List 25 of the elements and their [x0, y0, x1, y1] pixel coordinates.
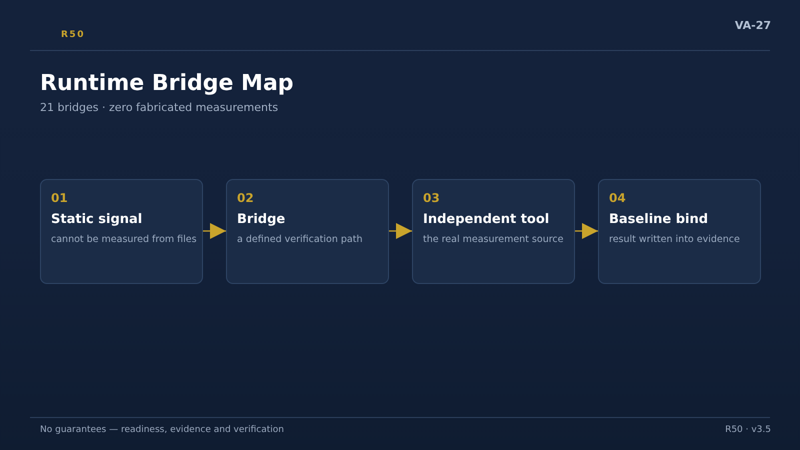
- step-description: cannot be measured from files: [51, 234, 197, 245]
- arrow: [203, 223, 226, 239]
- arrow: [389, 223, 412, 239]
- document-id: VA-27: [734, 19, 771, 32]
- footer-version: R50 · v3.5: [725, 425, 771, 435]
- version-label: R50: [61, 30, 85, 40]
- title: Runtime Bridge Map: [40, 71, 294, 96]
- step-card: [226, 179, 389, 284]
- step-title: Baseline bind: [609, 212, 708, 227]
- step-description: the real measurement source: [423, 234, 564, 245]
- step-number: 01: [51, 191, 68, 205]
- subtitle: 21 bridges · zero fabricated measurements: [40, 101, 278, 114]
- step-title: Bridge: [237, 212, 286, 227]
- step-title: Static signal: [51, 212, 142, 227]
- step-card: [598, 179, 761, 284]
- step-card: [40, 179, 203, 284]
- arrow: [575, 223, 598, 239]
- step-number: 02: [237, 191, 254, 205]
- step-number: 03: [423, 191, 440, 205]
- step-title: Independent tool: [423, 212, 550, 227]
- footer-note: No guarantees — readiness, evidence and verification: [40, 425, 284, 435]
- step-description: a defined verification path: [237, 234, 362, 245]
- step-description: result written into evidence: [609, 234, 740, 245]
- step-number: 04: [609, 191, 626, 205]
- step-card: [412, 179, 575, 284]
